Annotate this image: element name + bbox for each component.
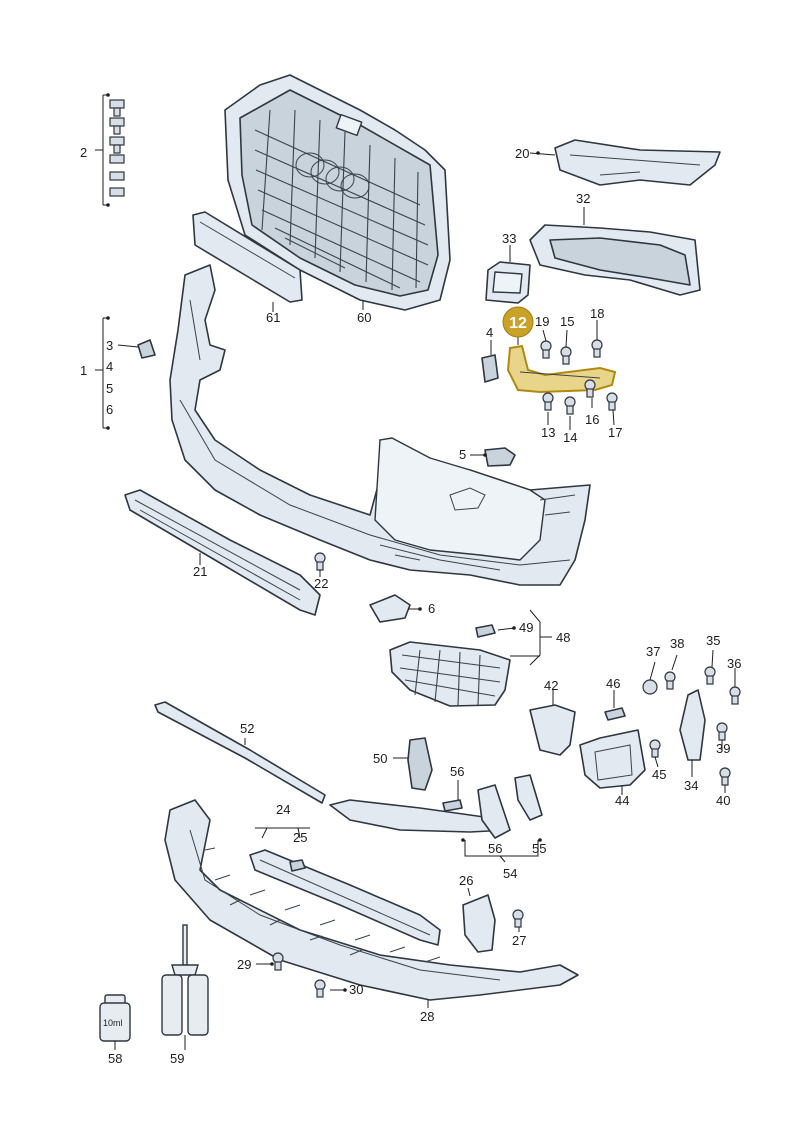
label-42[interactable]: 42 <box>544 678 558 693</box>
clip-49[interactable] <box>475 624 496 638</box>
label-28[interactable]: 28 <box>420 1009 434 1024</box>
label-45[interactable]: 45 <box>652 767 666 782</box>
lower-grille[interactable] <box>389 641 511 707</box>
label-1[interactable]: 1 <box>80 363 87 378</box>
label-34[interactable]: 34 <box>684 778 698 793</box>
label-36[interactable]: 36 <box>727 656 741 671</box>
label-35[interactable]: 35 <box>706 633 720 648</box>
screw-set-2[interactable] <box>109 99 125 197</box>
clip-4[interactable] <box>481 354 499 383</box>
bracket-20[interactable] <box>554 139 721 186</box>
label-5-left[interactable]: 5 <box>106 381 113 396</box>
trim-strip-lower[interactable] <box>154 701 326 804</box>
clip-3[interactable] <box>137 339 156 359</box>
label-49[interactable]: 49 <box>519 620 533 635</box>
dual-cartridge-59[interactable] <box>161 924 209 1036</box>
clip-56[interactable] <box>442 799 463 812</box>
label-38[interactable]: 38 <box>670 636 684 651</box>
part-number-labels: 2 1 3 4 5 6 60 61 20 32 33 4 19 15 18 13… <box>80 145 741 1066</box>
label-54[interactable]: 54 <box>503 866 517 881</box>
reinforcement-strip[interactable] <box>249 849 441 946</box>
callout-12-label: 12 <box>509 315 527 332</box>
label-6-right[interactable]: 6 <box>428 601 435 616</box>
label-50[interactable]: 50 <box>373 751 387 766</box>
label-61[interactable]: 61 <box>266 310 280 325</box>
label-6-left[interactable]: 6 <box>106 402 113 417</box>
radiator-grille[interactable] <box>224 74 451 311</box>
air-duct-32[interactable] <box>529 224 701 296</box>
label-16[interactable]: 16 <box>585 412 599 427</box>
label-13[interactable]: 13 <box>541 425 555 440</box>
label-19[interactable]: 19 <box>535 314 549 329</box>
bumper-cover[interactable] <box>169 264 591 586</box>
label-3[interactable]: 3 <box>106 338 113 353</box>
underbody-panel[interactable] <box>164 799 579 1001</box>
bottle-capacity-label: 10ml <box>103 1018 123 1028</box>
label-55[interactable]: 55 <box>532 841 546 856</box>
label-18[interactable]: 18 <box>590 306 604 321</box>
label-29[interactable]: 29 <box>237 957 251 972</box>
label-56-lower[interactable]: 56 <box>488 841 502 856</box>
label-46[interactable]: 46 <box>606 676 620 691</box>
license-plate-holder[interactable] <box>192 211 303 303</box>
label-5-right[interactable]: 5 <box>459 447 466 462</box>
leader-dots <box>106 93 542 992</box>
label-37[interactable]: 37 <box>646 644 660 659</box>
label-30[interactable]: 30 <box>349 982 363 997</box>
spoiler-trim[interactable] <box>329 774 543 839</box>
frame-33[interactable] <box>485 261 531 304</box>
label-24[interactable]: 24 <box>276 802 290 817</box>
grille-insert-50[interactable] <box>407 737 433 791</box>
label-44[interactable]: 44 <box>615 793 629 808</box>
label-25[interactable]: 25 <box>293 830 307 845</box>
label-17[interactable]: 17 <box>608 425 622 440</box>
label-4-right[interactable]: 4 <box>486 325 493 340</box>
bracket-34[interactable] <box>679 689 706 761</box>
label-26[interactable]: 26 <box>459 873 473 888</box>
label-58[interactable]: 58 <box>108 1051 122 1066</box>
air-guide-42[interactable] <box>529 704 576 756</box>
label-20[interactable]: 20 <box>515 146 529 161</box>
label-4-left[interactable]: 4 <box>106 359 113 374</box>
label-39[interactable]: 39 <box>716 741 730 756</box>
label-27[interactable]: 27 <box>512 933 526 948</box>
callout-12-highlight[interactable]: 12 <box>502 306 534 338</box>
trim-strip-left[interactable] <box>124 489 321 616</box>
label-40[interactable]: 40 <box>716 793 730 808</box>
label-32[interactable]: 32 <box>576 191 590 206</box>
label-52[interactable]: 52 <box>240 721 254 736</box>
label-48[interactable]: 48 <box>556 630 570 645</box>
label-22[interactable]: 22 <box>314 576 328 591</box>
adhesive-bottle-58[interactable]: 10ml <box>99 994 131 1042</box>
label-60[interactable]: 60 <box>357 310 371 325</box>
label-33[interactable]: 33 <box>502 231 516 246</box>
clip-46[interactable] <box>604 707 626 721</box>
label-56-upper[interactable]: 56 <box>450 764 464 779</box>
bracket-5[interactable] <box>484 447 516 467</box>
bracket-26[interactable] <box>462 894 496 953</box>
label-59[interactable]: 59 <box>170 1051 184 1066</box>
label-21[interactable]: 21 <box>193 564 207 579</box>
label-14[interactable]: 14 <box>563 430 577 445</box>
label-2[interactable]: 2 <box>80 145 87 160</box>
tow-eye-cover[interactable] <box>369 594 411 623</box>
label-15[interactable]: 15 <box>560 314 574 329</box>
air-guide-44[interactable] <box>579 729 646 789</box>
